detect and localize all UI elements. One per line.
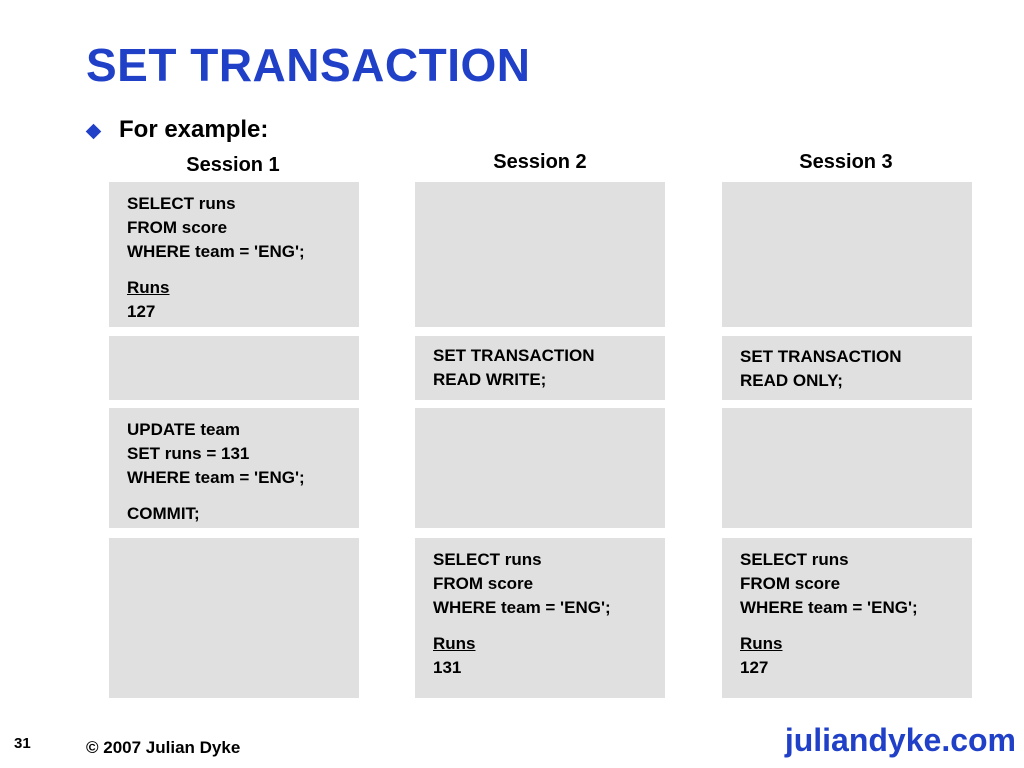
result-value: 127 bbox=[127, 302, 156, 321]
sql-line: FROM score bbox=[433, 574, 534, 593]
sql-line: FROM score bbox=[740, 574, 841, 593]
sql-line: SELECT runs bbox=[433, 550, 542, 569]
copyright-text: © 2007 Julian Dyke bbox=[86, 738, 241, 757]
site-link[interactable]: juliandyke.com bbox=[784, 722, 1016, 758]
session-2-header: Session 2 bbox=[493, 151, 587, 173]
session-1-step-4-box bbox=[109, 538, 359, 698]
result-label: Runs bbox=[127, 278, 170, 297]
session-3-header: Session 3 bbox=[799, 151, 893, 173]
sql-line: READ WRITE; bbox=[433, 370, 547, 389]
result-label: Runs bbox=[433, 634, 476, 653]
bullet-text: For example: bbox=[119, 116, 269, 143]
session-3-step-4-box: SELECT runs FROM score WHERE team = 'ENG… bbox=[722, 538, 972, 698]
session-2-step-1-box bbox=[415, 182, 665, 327]
slide-title: SET TRANSACTION bbox=[86, 39, 531, 91]
sql-line: READ ONLY; bbox=[740, 371, 843, 390]
bullet-row: For example: bbox=[85, 116, 269, 144]
page-number: 31 bbox=[14, 735, 31, 752]
result-value: 131 bbox=[433, 658, 462, 677]
session-3-step-3-box bbox=[722, 408, 972, 528]
sql-line: SET runs = 131 bbox=[127, 444, 250, 463]
sql-line: WHERE team = 'ENG'; bbox=[433, 598, 611, 617]
session-1-step-3-box: UPDATE team SET runs = 131 WHERE team = … bbox=[109, 408, 359, 528]
session-2-step-3-box bbox=[415, 408, 665, 528]
session-2-step-2-box: SET TRANSACTION READ WRITE; bbox=[415, 336, 665, 400]
sql-line: WHERE team = 'ENG'; bbox=[740, 598, 918, 617]
session-1-header: Session 1 bbox=[186, 154, 280, 176]
sql-line: UPDATE team bbox=[127, 420, 241, 439]
sql-line: SET TRANSACTION bbox=[433, 346, 595, 365]
sql-line: WHERE team = 'ENG'; bbox=[127, 242, 305, 261]
diamond-bullet-icon bbox=[85, 123, 102, 139]
sql-line: FROM score bbox=[127, 218, 228, 237]
session-1-step-1-box: SELECT runs FROM score WHERE team = 'ENG… bbox=[109, 182, 359, 327]
session-1-step-2-box bbox=[109, 336, 359, 400]
sql-line: WHERE team = 'ENG'; bbox=[127, 468, 305, 487]
sql-line: SELECT runs bbox=[127, 194, 236, 213]
session-3-step-2-box: SET TRANSACTION READ ONLY; bbox=[722, 336, 972, 400]
sql-line: COMMIT; bbox=[127, 504, 200, 523]
sql-line: SELECT runs bbox=[740, 550, 849, 569]
result-label: Runs bbox=[740, 634, 783, 653]
session-2-step-4-box: SELECT runs FROM score WHERE team = 'ENG… bbox=[415, 538, 665, 698]
result-value: 127 bbox=[740, 658, 769, 677]
sql-line: SET TRANSACTION bbox=[740, 347, 902, 366]
session-3-step-1-box bbox=[722, 182, 972, 327]
